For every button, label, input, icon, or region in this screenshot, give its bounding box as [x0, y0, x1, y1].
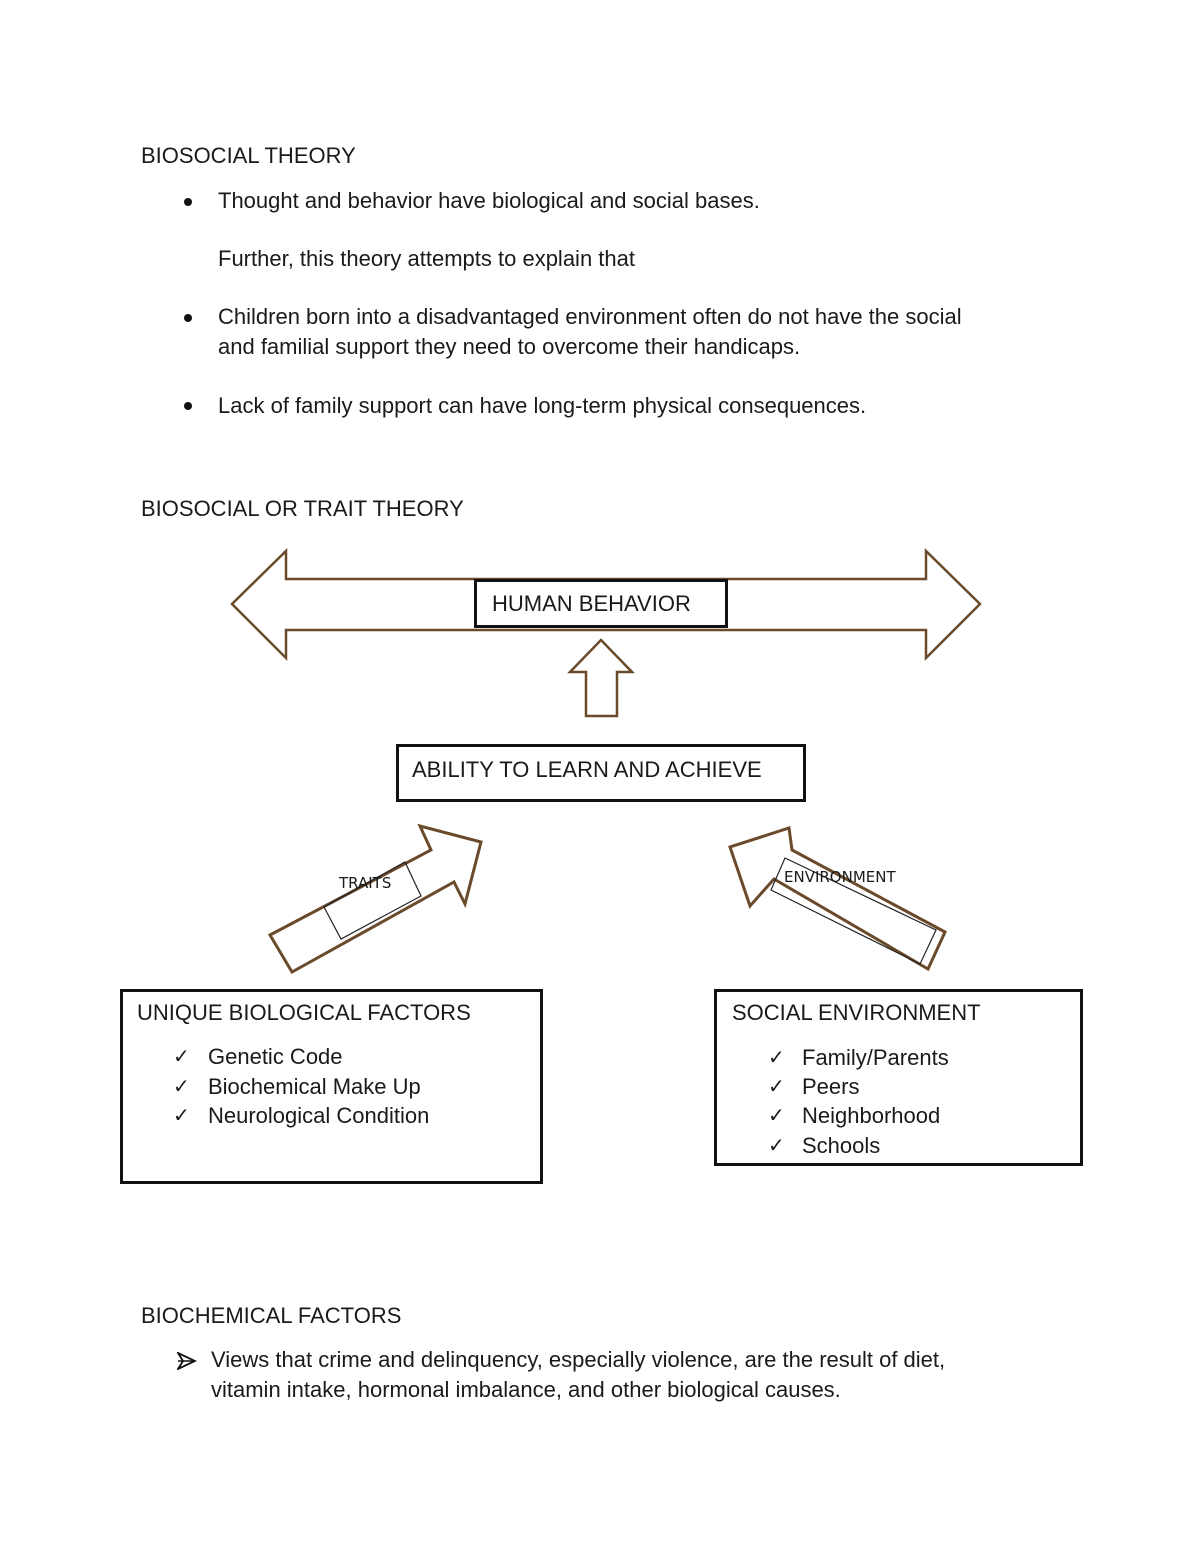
arrow-bullet-icon: [177, 1352, 197, 1370]
human-behavior-box: HUMAN BEHAVIOR: [474, 579, 728, 628]
list-item: Family/Parents: [802, 1045, 949, 1070]
environment-arrow-shape: [728, 826, 947, 972]
social-environment-title: SOCIAL ENVIRONMENT: [732, 1000, 981, 1025]
bullet-text: Children born into a disadvantaged envir…: [218, 304, 962, 329]
ability-box: ABILITY TO LEARN AND ACHIEVE: [396, 744, 806, 802]
check-icon: ✓: [768, 1076, 785, 1098]
section-heading-biochemical-factors: BIOCHEMICAL FACTORS: [141, 1303, 402, 1328]
check-icon: ✓: [173, 1076, 190, 1098]
bullet-dot: [184, 314, 192, 322]
ability-label: ABILITY TO LEARN AND ACHIEVE: [412, 757, 762, 782]
bullet-text-continued: and familial support they need to overco…: [218, 334, 801, 359]
section-heading-trait-theory: BIOSOCIAL OR TRAIT THEORY: [141, 496, 464, 521]
list-item: Schools: [802, 1133, 881, 1158]
bullet-text: Lack of family support can have long-ter…: [218, 393, 867, 418]
human-behavior-label: HUMAN BEHAVIOR: [492, 591, 691, 616]
bullet-text-continued: vitamin intake, hormonal imbalance, and …: [211, 1377, 841, 1402]
check-icon: ✓: [173, 1046, 190, 1068]
biological-factors-box: UNIQUE BIOLOGICAL FACTORS ✓ Genetic Code…: [120, 989, 543, 1184]
traits-arrow-shape: [267, 823, 483, 975]
bullet-dot: [184, 198, 192, 206]
social-environment-box: SOCIAL ENVIRONMENT ✓ Family/Parents ✓ Pe…: [714, 989, 1083, 1166]
section-heading-biosocial-theory: BIOSOCIAL THEORY: [141, 143, 356, 168]
traits-label-frame: [323, 861, 422, 940]
check-icon: ✓: [768, 1105, 785, 1127]
biological-factors-title: UNIQUE BIOLOGICAL FACTORS: [137, 1000, 471, 1025]
environment-label-frame: [770, 857, 937, 965]
check-icon: ✓: [768, 1135, 785, 1157]
list-item: Neighborhood: [802, 1103, 941, 1128]
traits-label: TRAITS: [339, 874, 392, 892]
check-icon: ✓: [173, 1105, 190, 1127]
list-item: Neurological Condition: [208, 1103, 430, 1128]
up-arrow-shape: [567, 638, 635, 718]
connector-text: Further, this theory attempts to explain…: [218, 246, 635, 271]
check-icon: ✓: [768, 1047, 785, 1069]
list-item: Peers: [802, 1074, 860, 1099]
list-item: Biochemical Make Up: [208, 1074, 421, 1099]
environment-label: ENVIRONMENT: [784, 868, 896, 886]
list-item: Genetic Code: [208, 1044, 343, 1069]
bullet-text: Thought and behavior have biological and…: [218, 188, 760, 213]
double-arrow-shape: [230, 548, 982, 662]
bullet-dot: [184, 402, 192, 410]
bullet-text: Views that crime and delinquency, especi…: [211, 1347, 946, 1372]
